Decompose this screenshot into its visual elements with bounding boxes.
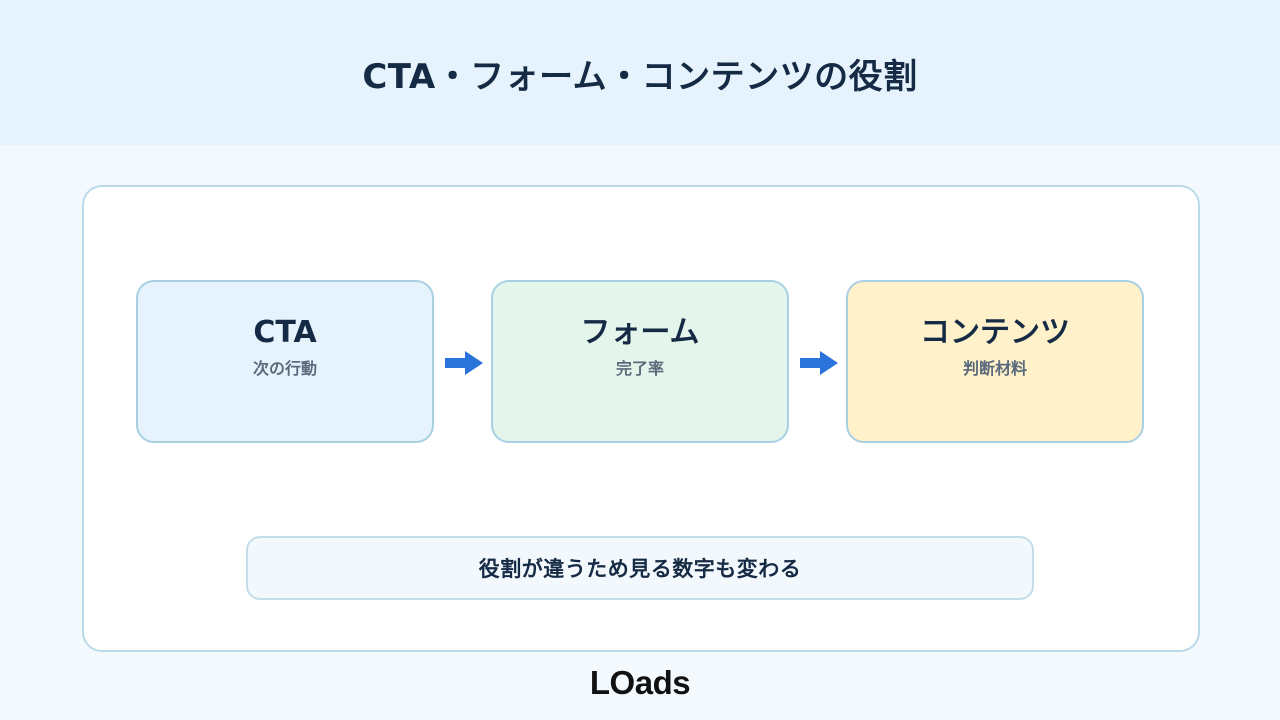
header-band: CTA・フォーム・コンテンツの役割	[0, 0, 1280, 145]
step-box-content: コンテンツ 判断材料	[846, 280, 1144, 443]
step-title: コンテンツ	[920, 315, 1070, 350]
page-title: CTA・フォーム・コンテンツの役割	[362, 57, 918, 97]
arrow-right-icon	[445, 351, 483, 375]
brand-logo: LOads	[589, 664, 691, 701]
step-box-form: フォーム 完了率	[491, 280, 789, 443]
summary-note-text: 役割が違うため見る数字も変わる	[478, 557, 802, 581]
arrow-right-icon	[800, 351, 838, 375]
step-title: CTA	[253, 315, 317, 350]
step-subtitle: 完了率	[615, 359, 664, 378]
step-subtitle: 次の行動	[252, 359, 317, 378]
step-box-cta: CTA 次の行動	[136, 280, 434, 443]
step-title: フォーム	[580, 315, 700, 350]
step-subtitle: 判断材料	[962, 359, 1027, 378]
summary-note: 役割が違うため見る数字も変わる	[246, 536, 1034, 600]
